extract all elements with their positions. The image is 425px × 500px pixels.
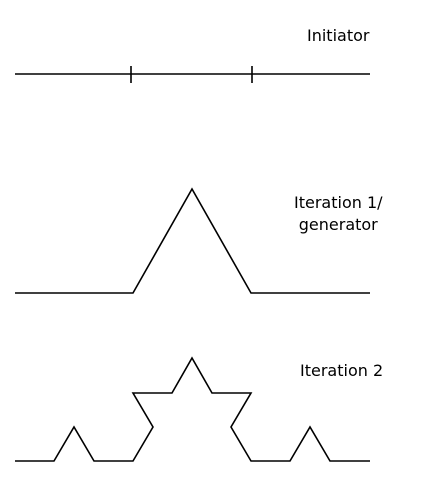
initiator-label: Initiator (307, 26, 370, 45)
iteration-1-label-line-2: generator (298, 215, 378, 234)
iteration-1-label: Iteration 1/ generator (294, 192, 383, 236)
iteration-2-curve (15, 356, 370, 462)
generator-curve (15, 187, 370, 294)
initiator-figure (15, 66, 370, 83)
iteration-1-label-line-1: Iteration 1/ (294, 193, 383, 212)
iteration-2-label: Iteration 2 (300, 361, 384, 380)
